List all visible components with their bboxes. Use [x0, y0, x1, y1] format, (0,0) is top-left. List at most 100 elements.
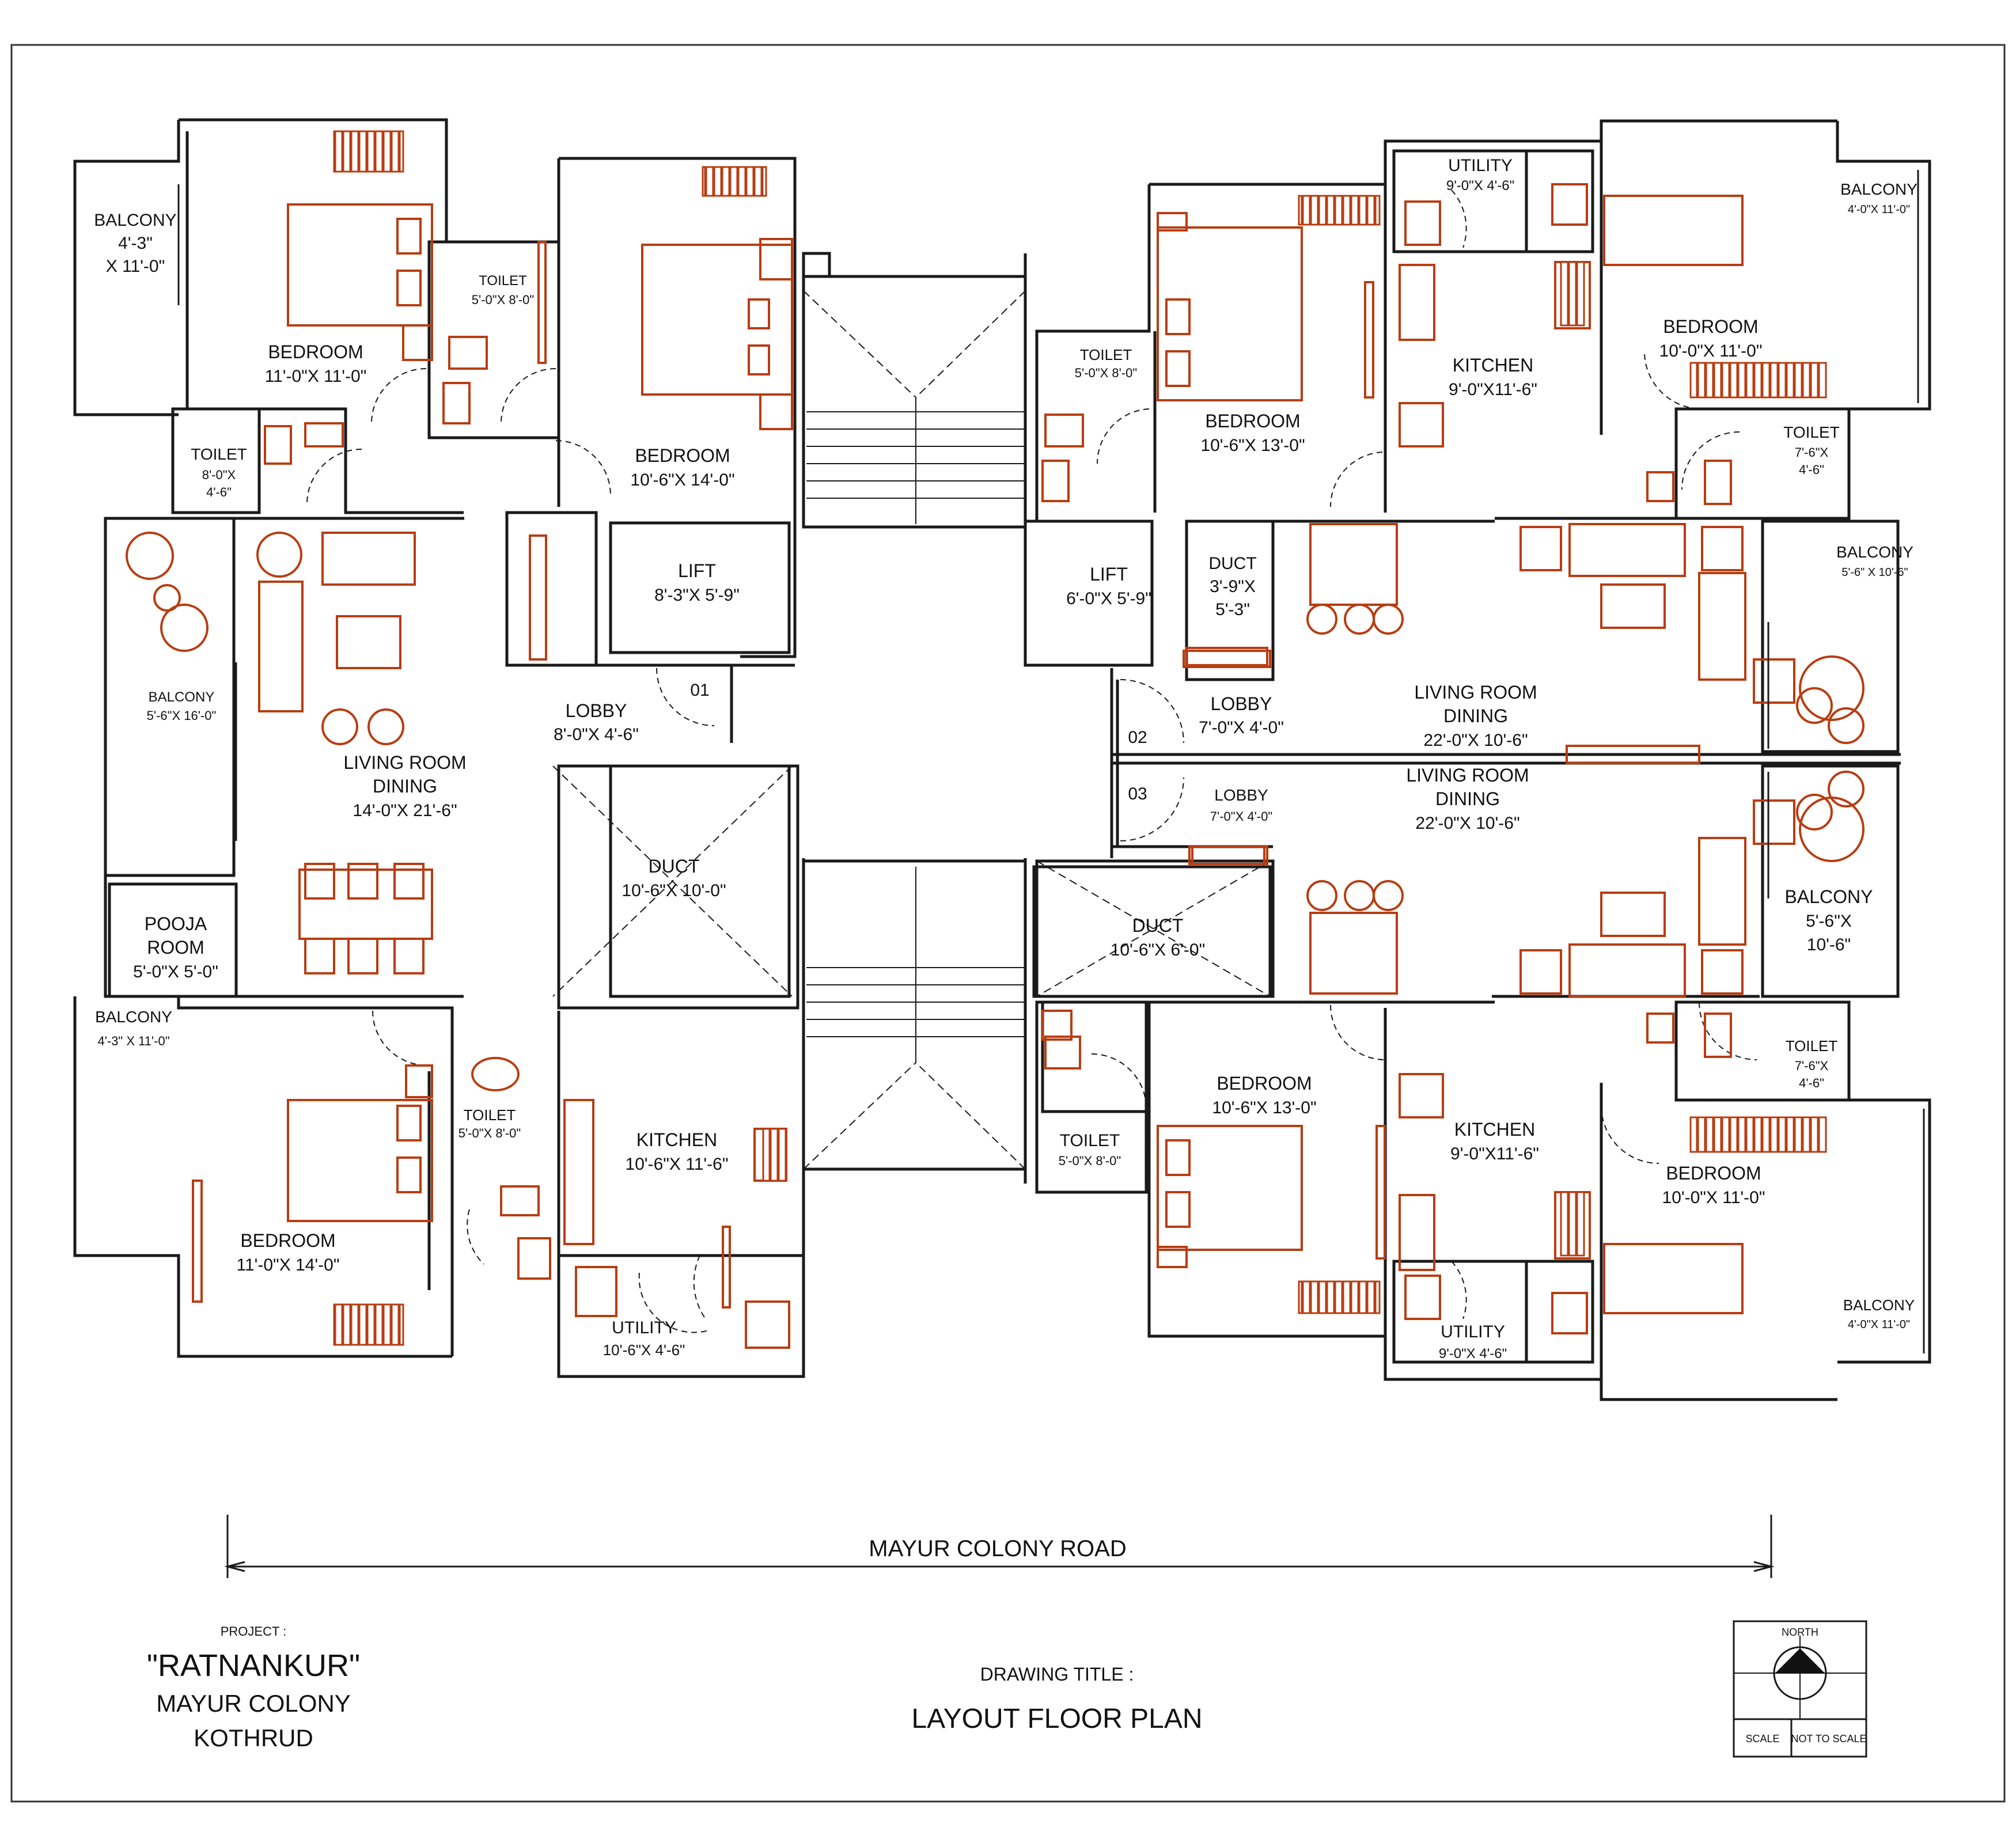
svg-text:5'-6"X: 5'-6"X: [1806, 912, 1852, 931]
room-lobby-3: LOBBY: [1214, 786, 1268, 804]
svg-text:5'-0"X 8'-0": 5'-0"X 8'-0": [1059, 1154, 1121, 1168]
room-living-3: LIVING ROOM: [1406, 765, 1529, 786]
svg-text:4'-0"X 11'-0": 4'-0"X 11'-0": [1848, 203, 1910, 216]
north-arrow-icon: [1773, 1646, 1827, 1700]
svg-text:5'-3": 5'-3": [1215, 600, 1250, 619]
room-bedroom-2: BEDROOM: [635, 445, 730, 466]
svg-text:11'-0"X 14'-0": 11'-0"X 14'-0": [237, 1256, 340, 1275]
room-bedroom-6: BEDROOM: [1217, 1073, 1312, 1094]
room-lift-2: LIFT: [1090, 564, 1128, 585]
room-toilet-7: TOILET: [1060, 1131, 1120, 1150]
room-kitchen-2: KITCHEN: [1453, 355, 1533, 376]
svg-text:9'-0"X11'-6": 9'-0"X11'-6": [1449, 380, 1537, 399]
room-bedroom-5: BEDROOM: [1663, 316, 1758, 337]
room-duct-1: DUCT: [649, 856, 700, 877]
svg-text:8'-0"X 4'-6": 8'-0"X 4'-6": [554, 725, 639, 744]
svg-text:5'-0"X 5'-0": 5'-0"X 5'-0": [133, 962, 218, 981]
project-location-1: MAYUR COLONY: [156, 1690, 351, 1717]
svg-text:4'-6": 4'-6": [1799, 1076, 1824, 1090]
svg-text:4'-3" X 11'-0": 4'-3" X 11'-0": [97, 1034, 169, 1048]
room-toilet-1: TOILET: [479, 273, 527, 289]
svg-text:5'-6" X 10'-6": 5'-6" X 10'-6": [1841, 566, 1908, 579]
svg-text:5'-6"X 16'-0": 5'-6"X 16'-0": [147, 708, 217, 723]
svg-text:7'-0"X 4'-0": 7'-0"X 4'-0": [1199, 718, 1284, 737]
room-kitchen-1: KITCHEN: [636, 1129, 717, 1150]
flat-number-03: 03: [1128, 784, 1147, 803]
room-toilet-3: TOILET: [464, 1106, 516, 1124]
stair-treads: [806, 397, 1025, 1063]
room-lobby-1: LOBBY: [566, 700, 627, 721]
svg-text:5'-0"X 8'-0": 5'-0"X 8'-0": [458, 1126, 521, 1140]
room-toilet-2: TOILET: [191, 445, 247, 463]
room-balcony-3: BALCONY: [95, 1008, 172, 1026]
svg-text:9'-0"X11'-6": 9'-0"X11'-6": [1450, 1144, 1539, 1163]
svg-text:10'-6"X 6'-0": 10'-6"X 6'-0": [1111, 941, 1206, 960]
room-living-1: LIVING ROOM: [343, 752, 466, 773]
svg-text:5'-0"X 8'-0": 5'-0"X 8'-0": [472, 293, 534, 307]
room-balcony-7: BALCONY: [1843, 1296, 1915, 1314]
balcony-rails: [177, 170, 1925, 1353]
svg-text:X 11'-0": X 11'-0": [106, 257, 165, 276]
svg-text:7'-0"X 4'-0": 7'-0"X 4'-0": [1210, 809, 1272, 824]
title-block: PROJECT : "RATNANKUR" MAYUR COLONY KOTHR…: [147, 1624, 1203, 1751]
svg-text:10'-0"X 11'-0": 10'-0"X 11'-0": [1659, 342, 1763, 361]
windows: [333, 130, 1827, 1346]
room-kitchen-3: KITCHEN: [1454, 1119, 1535, 1140]
duct-stair-lines: [552, 290, 1271, 1170]
drawing-title-label: DRAWING TITLE :: [980, 1664, 1134, 1685]
road-dimension: [224, 1515, 1775, 1578]
north-block: NORTH SCALE NOT TO SCALE: [1733, 1620, 1867, 1758]
door-swings: [306, 189, 1757, 1333]
svg-text:8'-3"X 5'-9": 8'-3"X 5'-9": [654, 586, 740, 605]
room-living-2: LIVING ROOM: [1414, 682, 1537, 703]
room-bedroom-4: BEDROOM: [1205, 411, 1300, 431]
svg-text:DINING: DINING: [1435, 788, 1500, 809]
scale-value: NOT TO SCALE: [1791, 1733, 1866, 1745]
flat-number-02: 02: [1128, 728, 1147, 747]
svg-text:7'-6"X: 7'-6"X: [1795, 445, 1829, 460]
svg-text:7'-6"X: 7'-6"X: [1795, 1059, 1829, 1073]
svg-text:10'-6"X 4'-6": 10'-6"X 4'-6": [603, 1341, 685, 1359]
flat-number-01: 01: [690, 681, 709, 700]
room-balcony-2: BALCONY: [149, 689, 215, 705]
sheet-border: [10, 44, 2006, 1803]
room-bedroom-3: BEDROOM: [240, 1230, 335, 1251]
svg-text:8'-0"X: 8'-0"X: [202, 468, 236, 482]
room-lobby-2: LOBBY: [1211, 693, 1272, 714]
room-utility-2: UTILITY: [1448, 156, 1513, 175]
svg-text:11'-0"X 11'-0": 11'-0"X 11'-0": [265, 367, 367, 386]
svg-text:4'-3": 4'-3": [118, 234, 153, 253]
room-balcony-4: BALCONY: [1840, 180, 1918, 198]
road-label: MAYUR COLONY ROAD: [869, 1536, 1126, 1561]
project-label: PROJECT :: [221, 1624, 287, 1639]
room-duct-2: DUCT: [1208, 554, 1256, 573]
svg-text:ROOM: ROOM: [147, 937, 204, 958]
svg-text:DINING: DINING: [373, 776, 437, 797]
room-pooja: POOJA: [145, 913, 207, 934]
svg-text:14'-0"X 21'-6": 14'-0"X 21'-6": [353, 801, 457, 820]
svg-text:6'-0"X 5'-9": 6'-0"X 5'-9": [1066, 589, 1151, 608]
room-toilet-4: TOILET: [1080, 346, 1132, 363]
room-utility-1: UTILITY: [612, 1318, 676, 1337]
svg-text:22'-0"X 10'-6": 22'-0"X 10'-6": [1415, 814, 1519, 833]
scale-label: SCALE: [1745, 1733, 1779, 1745]
svg-text:3'-9"X: 3'-9"X: [1210, 577, 1256, 596]
svg-text:10'-6"X 10'-0": 10'-6"X 10'-0": [622, 881, 726, 900]
svg-text:9'-0"X 4'-6": 9'-0"X 4'-6": [1446, 178, 1514, 194]
room-utility-3: UTILITY: [1441, 1322, 1505, 1341]
room-balcony-1: BALCONY: [94, 211, 176, 230]
room-duct-3: DUCT: [1132, 915, 1184, 936]
room-balcony-5: BALCONY: [1836, 543, 1913, 561]
svg-text:4'-0"X 11'-0": 4'-0"X 11'-0": [1848, 1318, 1910, 1331]
svg-text:10'-6"X 13'-0": 10'-6"X 13'-0": [1200, 436, 1305, 455]
svg-text:DINING: DINING: [1443, 706, 1508, 726]
project-location-2: KOTHRUD: [194, 1724, 313, 1751]
svg-text:10'-6"X 13'-0": 10'-6"X 13'-0": [1212, 1098, 1316, 1117]
svg-text:10'-6": 10'-6": [1807, 935, 1851, 954]
walls: [73, 118, 1931, 1401]
svg-text:10'-0"X 11'-0": 10'-0"X 11'-0": [1662, 1188, 1765, 1207]
project-name: "RATNANKUR": [147, 1648, 360, 1683]
svg-text:4'-6": 4'-6": [1799, 462, 1824, 477]
room-bedroom-7: BEDROOM: [1666, 1163, 1761, 1184]
drawing-title: LAYOUT FLOOR PLAN: [911, 1704, 1202, 1734]
